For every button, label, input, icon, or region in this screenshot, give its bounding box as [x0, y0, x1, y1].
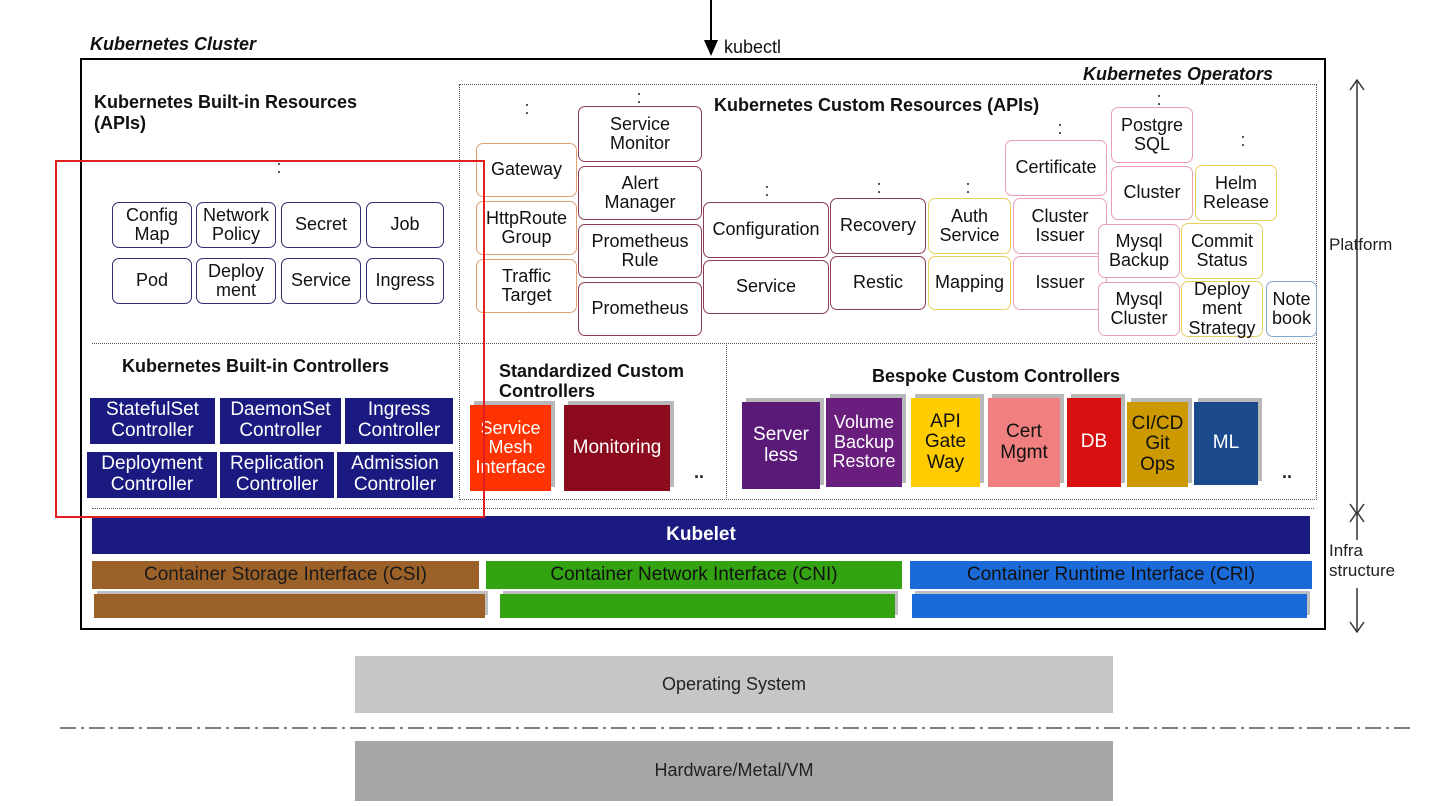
- ctrl-cicd-gitops: CI/CD Git Ops: [1127, 402, 1188, 487]
- resource-job: Job: [366, 202, 444, 248]
- cr-helm-release: Helm Release: [1195, 165, 1277, 221]
- cr-mysql-cluster: Mysql Cluster: [1098, 282, 1180, 336]
- ctrl-serverless: Server less: [742, 402, 820, 489]
- cri-bar: Container Runtime Interface (CRI): [910, 561, 1312, 589]
- cr-prometheus: Prometheus: [578, 282, 702, 336]
- cr-cluster-issuer: Cluster Issuer: [1013, 198, 1107, 254]
- ctrl-db: DB: [1067, 398, 1121, 487]
- custom-ellipsis-5: :: [965, 177, 971, 197]
- cni-implementations: [500, 594, 895, 618]
- ctrl-cert-mgmt: Cert Mgmt: [988, 398, 1060, 487]
- platform-divider: [92, 508, 1314, 509]
- ctrl-ingress: Ingress Controller: [345, 398, 453, 444]
- right-divider: [461, 343, 1317, 344]
- custom-ellipsis-2: :: [636, 87, 642, 107]
- cr-restic: Restic: [830, 256, 926, 310]
- custom-ellipsis-4: :: [876, 177, 882, 197]
- cr-notebook: Note book: [1266, 281, 1317, 337]
- bespoke-controllers-title: Bespoke Custom Controllers: [872, 366, 1121, 386]
- cr-postgresql: Postgre SQL: [1111, 107, 1193, 163]
- resource-pod: Pod: [112, 258, 192, 304]
- cr-certificate: Certificate: [1005, 140, 1107, 196]
- custom-ellipsis-3: :: [764, 180, 770, 200]
- ctrl-replication: Replication Controller: [220, 452, 334, 498]
- cr-mysql-backup: Mysql Backup: [1098, 224, 1180, 278]
- resource-service: Service: [281, 258, 361, 304]
- ctrl-statefulset: StatefulSet Controller: [90, 398, 215, 444]
- cr-traffic-target: Traffic Target: [476, 259, 577, 313]
- cr-configuration: Configuration: [703, 202, 829, 258]
- cr-cluster: Cluster: [1111, 166, 1193, 220]
- kubelet-bar: Kubelet: [92, 516, 1310, 554]
- infrastructure-label: Infra structure: [1329, 541, 1396, 580]
- resource-config-map: Config Map: [112, 202, 192, 248]
- kubectl-arrow: [704, 0, 718, 56]
- ctrl-admission: Admission Controller: [337, 452, 453, 498]
- cr-deployment-strategy: Deploy ment Strategy: [1181, 279, 1263, 337]
- custom-ellipsis-1: :: [524, 98, 530, 118]
- cri-implementations: [912, 594, 1307, 618]
- builtin-controllers-title: Kubernetes Built-in Controllers: [122, 356, 390, 376]
- resource-secret: Secret: [281, 202, 361, 248]
- ctrl-volume-backup-restore: Volume Backup Restore: [826, 398, 902, 487]
- ctrl-monitoring: Monitoring: [564, 405, 670, 491]
- resource-ingress: Ingress: [366, 258, 444, 304]
- cr-prometheus-rule: Prometheus Rule: [578, 224, 702, 278]
- standardized-controllers-title: Standardized Custom Controllers: [499, 361, 685, 401]
- cr-issuer: Issuer: [1013, 256, 1107, 310]
- ctrl-api-gateway: API Gate Way: [911, 398, 980, 487]
- ctrl-deployment: Deployment Controller: [87, 452, 217, 498]
- cr-auth-service: Auth Service: [928, 198, 1011, 254]
- cni-bar: Container Network Interface (CNI): [486, 561, 902, 589]
- custom-ellipsis-6: :: [1057, 118, 1063, 138]
- cr-httproute-group: HttpRoute Group: [476, 201, 577, 255]
- builtin-resources-title: Kubernetes Built-in Resources (APIs): [94, 92, 358, 133]
- cr-commit-status: Commit Status: [1181, 223, 1263, 279]
- controllers-divider: [726, 345, 727, 500]
- cr-recovery: Recovery: [830, 198, 926, 254]
- operating-system-bar: Operating System: [355, 656, 1113, 713]
- builtin-resources-ellipsis: :: [276, 157, 282, 177]
- platform-label: Platform: [1329, 235, 1393, 254]
- custom-ellipsis-7: :: [1156, 89, 1162, 109]
- csi-bar: Container Storage Interface (CSI): [92, 561, 479, 589]
- ctrl-daemonset: DaemonSet Controller: [220, 398, 341, 444]
- cr-service: Service: [703, 260, 829, 314]
- custom-resources-title: Kubernetes Custom Resources (APIs): [714, 95, 1040, 115]
- standardized-ellipsis: ..: [694, 462, 705, 482]
- cluster-border: [80, 58, 1326, 630]
- hardware-bar: Hardware/Metal/VM: [355, 741, 1113, 801]
- bespoke-ellipsis: ..: [1282, 462, 1293, 482]
- infrastructure-arrow: [1349, 510, 1365, 634]
- os-hardware-separator: [60, 727, 1410, 729]
- resource-deployment: Deploy ment: [196, 258, 276, 304]
- custom-ellipsis-8: :: [1240, 130, 1246, 150]
- csi-implementations: [94, 594, 485, 618]
- kubectl-label: kubectl: [724, 37, 782, 57]
- cr-service-monitor: Service Monitor: [578, 106, 702, 162]
- platform-arrow: [1349, 78, 1365, 516]
- highlight-rectangle: [55, 160, 485, 518]
- cr-alert-manager: Alert Manager: [578, 166, 702, 220]
- left-divider: [92, 343, 459, 344]
- cluster-title: Kubernetes Cluster: [90, 34, 257, 54]
- operators-title: Kubernetes Operators: [1083, 64, 1274, 84]
- cr-gateway: Gateway: [476, 143, 577, 197]
- cr-mapping: Mapping: [928, 256, 1011, 310]
- ctrl-ml: ML: [1194, 402, 1258, 485]
- resource-network-policy: Network Policy: [196, 202, 276, 248]
